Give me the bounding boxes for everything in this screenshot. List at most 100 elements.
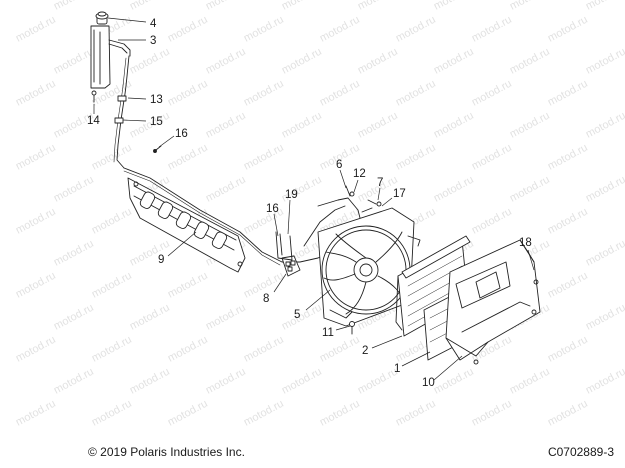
watermark-text: motod.ru — [356, 46, 400, 77]
callout-layer: 4 3 13 14 15 16 6 12 7 17 19 16 9 8 5 11… — [87, 18, 532, 389]
overflow-hose — [116, 55, 130, 169]
watermark-text: motod.ru — [432, 174, 476, 205]
watermark-text: motod.ru — [470, 206, 514, 237]
watermark-text: motod.ru — [508, 0, 552, 13]
watermark-text: motod.ru — [52, 302, 96, 333]
watermark-text: motod.ru — [546, 334, 590, 365]
screw-14 — [91, 90, 97, 103]
watermark-text: motod.ru — [128, 302, 172, 333]
watermark-text: motod.ru — [128, 238, 172, 269]
figure-id: C0702889-3 — [547, 445, 614, 459]
watermark-text: motod.ru — [394, 14, 438, 45]
watermark-text: motod.ru — [280, 366, 324, 397]
watermark-text: motod.ru — [508, 110, 552, 141]
watermark-text: motod.ru — [584, 302, 625, 333]
watermark-text: motod.ru — [318, 78, 362, 109]
watermark-text: motod.ru — [546, 206, 590, 237]
watermark-text: motod.ru — [394, 142, 438, 173]
callout-number: 14 — [87, 115, 100, 127]
callout-number: 17 — [393, 188, 406, 200]
copyright-text: © 2019 Polaris Industries Inc. — [88, 445, 245, 459]
callout-number: 5 — [294, 309, 300, 321]
sensor-harness — [317, 185, 382, 227]
callout-number: 7 — [377, 177, 383, 189]
watermark-text: motod.ru — [432, 110, 476, 141]
watermark-text: motod.ru — [470, 78, 514, 109]
callout-number: 16 — [175, 128, 188, 140]
watermark-text: motod.ru — [166, 142, 210, 173]
watermark-text: motod.ru — [546, 78, 590, 109]
callout-number: 13 — [150, 94, 163, 106]
watermark-text: motod.ru — [128, 0, 172, 13]
watermark-text: motod.ru — [280, 46, 324, 77]
watermark-text: motod.ru — [204, 0, 248, 13]
watermark-text: motod.ru — [432, 0, 476, 13]
callout-number: 11 — [322, 327, 334, 339]
watermark-text: motod.ru — [204, 302, 248, 333]
watermark-text: motod.ru — [546, 398, 590, 429]
callout-number: 9 — [158, 254, 164, 266]
watermark-text: motod.ru — [584, 174, 625, 205]
callout-number: 1 — [394, 363, 400, 375]
watermark-text: motod.ru — [90, 270, 134, 301]
watermark-text: motod.ru — [584, 46, 625, 77]
watermark-text: motod.ru — [242, 334, 286, 365]
watermark-text: motod.ru — [14, 398, 58, 429]
watermark-text: motod.ru — [166, 78, 210, 109]
watermark-text: motod.ru — [14, 334, 58, 365]
callout-number: 19 — [285, 189, 298, 201]
watermark-text: motod.ru — [52, 46, 96, 77]
watermark-text: motod.ru — [394, 398, 438, 429]
coolant-reservoir — [90, 15, 131, 89]
watermark-text: motod.ru — [52, 366, 96, 397]
watermark-text: motod.ru — [204, 110, 248, 141]
watermark-text: motod.ru — [166, 398, 210, 429]
watermark-text: motod.ru — [394, 78, 438, 109]
watermark-text: motod.ru — [166, 14, 210, 45]
callout-number: 8 — [263, 293, 269, 305]
watermark-text: motod.ru — [90, 398, 134, 429]
hose-clamp — [114, 95, 127, 124]
watermark-text: motod.ru — [14, 142, 58, 173]
callout-number: 3 — [150, 35, 156, 47]
watermark-text: motod.ru — [90, 334, 134, 365]
watermark-text: motod.ru — [14, 270, 58, 301]
callout-number: 2 — [362, 345, 368, 357]
watermark-text: motod.ru — [470, 398, 514, 429]
watermark-text: motod.ru — [14, 206, 58, 237]
callout-number: 4 — [150, 18, 157, 30]
cooling-fan — [317, 207, 421, 327]
watermark-text: motod.ru — [508, 174, 552, 205]
watermark-text: motod.ru — [432, 366, 476, 397]
watermark-text: motod.ru — [128, 366, 172, 397]
watermark-text: motod.ru — [584, 110, 625, 141]
watermark-text: motod.ru — [52, 174, 96, 205]
callout-number: 16 — [266, 203, 279, 215]
watermark-text: motod.ru — [52, 238, 96, 269]
watermark-text: motod.ru — [280, 0, 324, 13]
watermark-text: motod.ru — [432, 46, 476, 77]
watermark-text: motod.ru — [356, 110, 400, 141]
wire-harness — [123, 167, 331, 263]
callout-number: 12 — [353, 168, 366, 180]
watermark-text: motod.ru — [166, 270, 210, 301]
reservoir-cap — [95, 11, 109, 20]
watermark-text: motod.ru — [280, 302, 324, 333]
watermark-text: motod.ru — [204, 366, 248, 397]
watermark-text: motod.ru — [584, 238, 625, 269]
radiator-shroud — [445, 239, 541, 365]
watermark-text: motod.ru — [52, 0, 96, 13]
watermark-text: motod.ru — [584, 366, 625, 397]
bracket-19 — [275, 231, 293, 261]
watermark-text: motod.ru — [356, 0, 400, 13]
watermark-text: motod.ru — [508, 46, 552, 77]
mounting-bracket — [127, 177, 246, 273]
callout-number: 15 — [150, 116, 163, 128]
watermark-text: motod.ru — [14, 78, 58, 109]
watermark-text: motod.ru — [318, 398, 362, 429]
watermark-text: motod.ru — [584, 0, 625, 13]
watermark-text: motod.ru — [166, 334, 210, 365]
watermark-text: motod.ru — [204, 46, 248, 77]
